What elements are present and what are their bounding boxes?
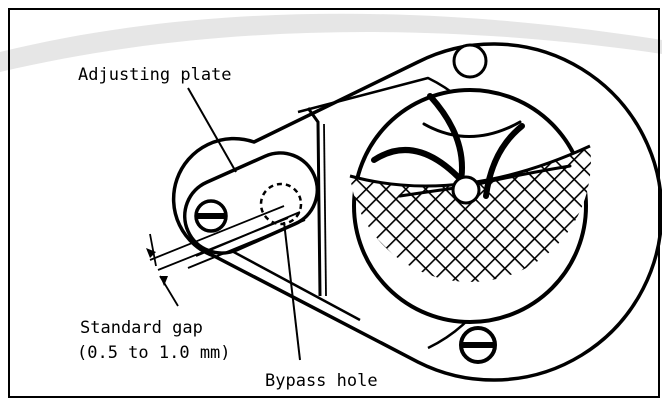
bypass-hole xyxy=(259,182,303,226)
mount-hole-top xyxy=(452,43,488,79)
bottom-screw-icon xyxy=(459,326,497,364)
rotor-hub xyxy=(451,175,481,205)
diagram-frame xyxy=(8,8,660,398)
plate-screw-icon xyxy=(194,199,228,233)
leader-lines xyxy=(187,87,301,361)
label-gap-range: (0.5 to 1.0 mm) xyxy=(77,343,231,363)
body-separators xyxy=(306,107,327,297)
gap-dimension xyxy=(149,205,289,307)
watermark-swoosh xyxy=(0,13,662,72)
label-standard-gap: Standard gap xyxy=(80,318,203,338)
leader-adjusting-plate xyxy=(187,87,237,173)
label-adjusting-plate: Adjusting plate xyxy=(78,65,232,85)
leader-bypass-hole xyxy=(283,221,301,361)
label-bypass-hole: Bypass hole xyxy=(265,371,378,391)
